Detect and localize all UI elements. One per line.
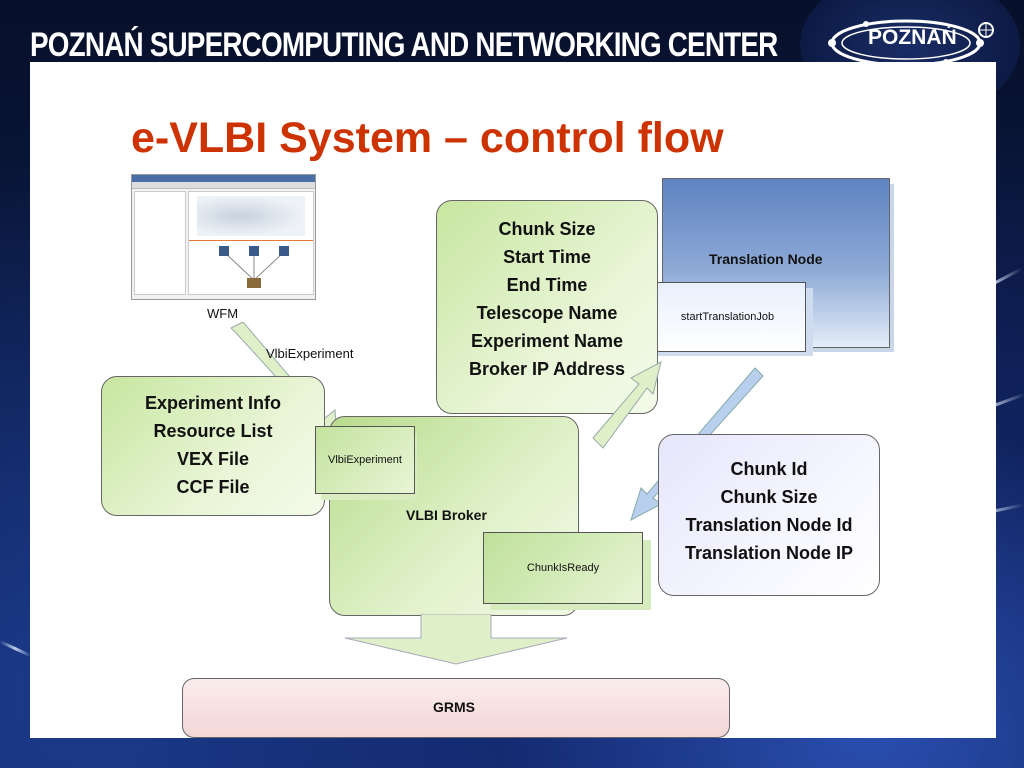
wfm-toolbar <box>132 182 315 189</box>
chunk-param: Telescope Name <box>476 303 618 323</box>
grms-box: GRMS <box>182 678 730 738</box>
experiment-item: VEX File <box>176 449 250 469</box>
wfm-graph <box>219 246 289 288</box>
chunk-id-box: Chunk Id Chunk Size Translation Node Id … <box>658 434 880 596</box>
chunk-param: Start Time <box>503 247 591 267</box>
logo-text: POZNAŃ <box>868 26 957 49</box>
wfm-sidebar <box>134 191 186 295</box>
chunk-param: Experiment Name <box>470 331 624 351</box>
chunk-is-ready-box: ChunkIsReady <box>483 532 643 604</box>
wfm-screenshot <box>131 174 316 300</box>
chunk-param: End Time <box>506 275 588 295</box>
chunk-parameters-box: Chunk Size Start Time End Time Telescope… <box>436 200 658 414</box>
vlbi-experiment-arrow-label: VlbiExperiment <box>266 346 354 361</box>
chunk-param: Broker IP Address <box>468 359 626 379</box>
slide-title: e-VLBI System – control flow <box>131 114 724 162</box>
chunk-id-item: Translation Node IP <box>684 543 854 563</box>
wfm-label: WFM <box>207 306 239 321</box>
wfm-red-line <box>189 240 313 241</box>
control-flow-diagram: WFM VlbiExperiment Translation Node star… <box>101 174 898 738</box>
chunk-id-item: Chunk Size <box>720 487 818 507</box>
vlbi-broker-label: VLBI Broker <box>406 507 487 523</box>
experiment-item: Experiment Info <box>144 393 282 413</box>
experiment-info-box: Experiment Info Resource List VEX File C… <box>101 376 325 516</box>
grms-label: GRMS <box>433 699 475 715</box>
experiment-item: Resource List <box>153 421 273 441</box>
translation-node-label: Translation Node <box>709 251 823 267</box>
start-translation-job-box: startTranslationJob <box>649 282 806 352</box>
wfm-workspace <box>188 191 314 295</box>
experiment-item: CCF File <box>176 477 250 497</box>
vlbi-experiment-inner-box: VlbiExperiment <box>315 426 415 494</box>
chunk-id-item: Chunk Id <box>730 459 808 479</box>
chunk-id-item: Translation Node Id <box>685 515 853 535</box>
wfm-titlebar <box>132 175 315 182</box>
world-map <box>197 196 305 236</box>
org-header: POZNAŃ SUPERCOMPUTING AND NETWORKING CEN… <box>30 26 778 64</box>
arrow-broker-to-grms <box>344 614 568 665</box>
chunk-param: Chunk Size <box>498 219 596 239</box>
arrow-broker-to-translation <box>592 361 662 449</box>
